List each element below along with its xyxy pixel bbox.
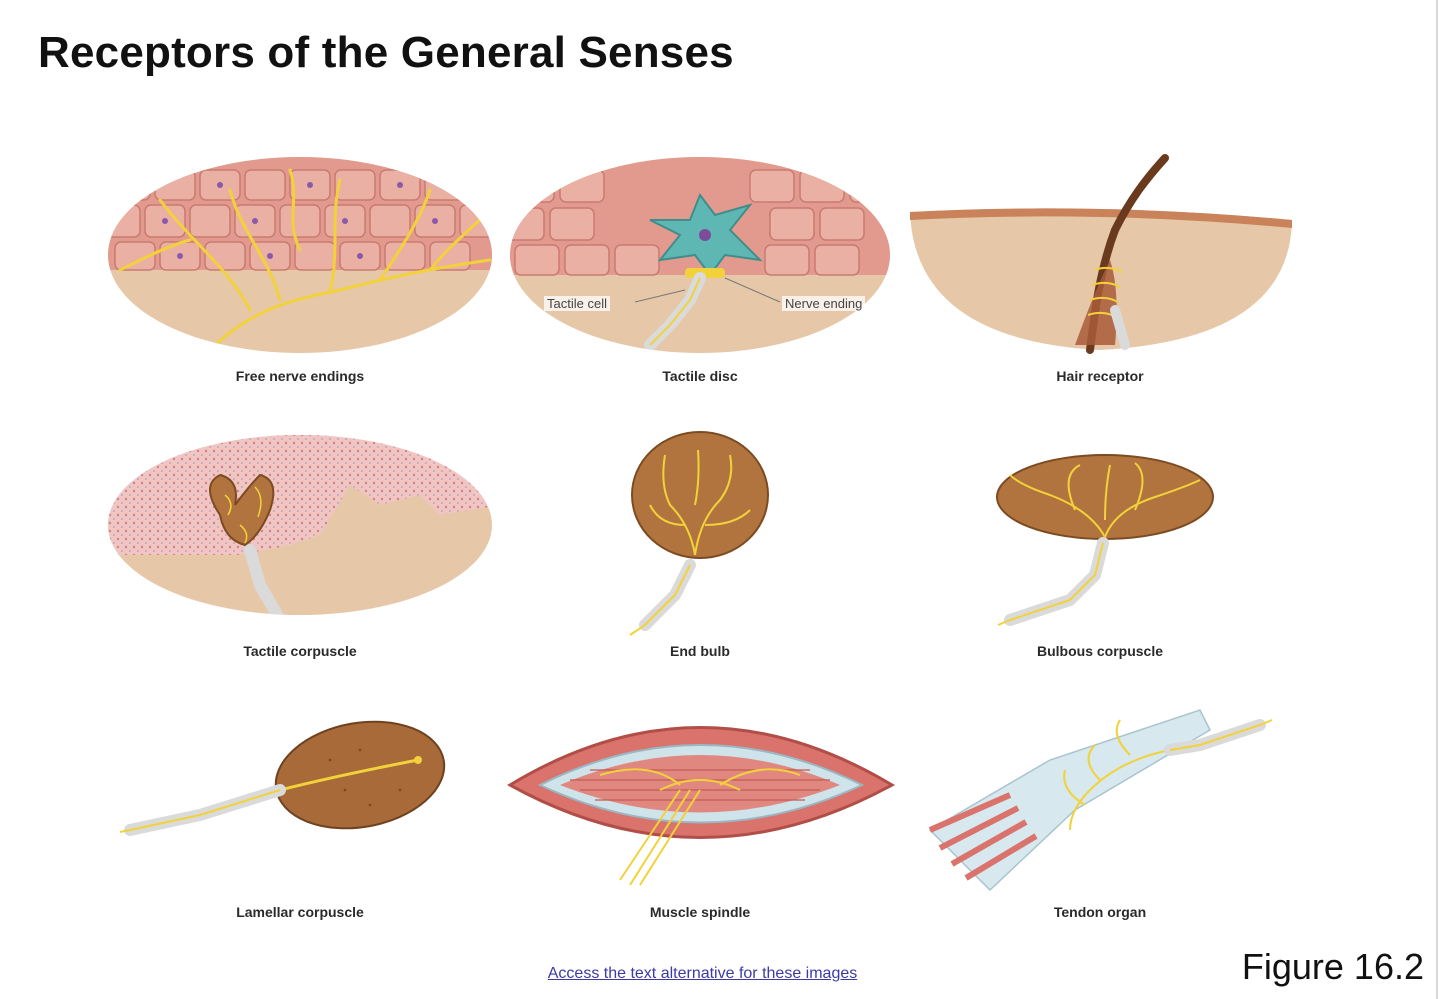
callout-nerve-ending: Nerve ending [782,296,866,311]
caption-hair-receptor: Hair receptor [1056,368,1144,384]
figure-label: Figure 16.2 [1241,946,1424,987]
caption-lamellar-corpuscle: Lamellar corpuscle [236,904,364,920]
panel-muscle-spindle: Muscle spindle [500,690,900,950]
tendon-organ-illustration [928,709,1273,892]
panel-hair-receptor: Hair receptor [900,150,1300,410]
caption-tactile-disc: Tactile disc [662,368,738,384]
panel-bulbous-corpuscle: Bulbous corpuscle [900,425,1300,685]
access-text-alternative-link[interactable]: Access the text alternative for these im… [547,965,858,982]
bulbous-corpuscle-illustration [996,454,1214,626]
callout-tactile-cell: Tactile cell [544,296,610,311]
lamellar-corpuscle-illustration [119,720,446,836]
free-nerve-endings-illustration [108,157,492,353]
end-bulb-illustration [629,431,769,636]
panel-tactile-corpuscle: Tactile corpuscle [100,425,500,685]
panel-tendon-organ: Tendon organ [900,690,1300,950]
caption-tactile-corpuscle: Tactile corpuscle [243,643,357,659]
panel-lamellar-corpuscle: Lamellar corpuscle [100,690,500,950]
panel-end-bulb: End bulb [500,425,900,685]
slide-title: Receptors of the General Senses [38,28,734,77]
caption-bulbous-corpuscle: Bulbous corpuscle [1036,643,1164,659]
slide-right-border [1436,0,1438,999]
tactile-disc-illustration [510,157,890,353]
caption-free-nerve-endings: Free nerve endings [235,368,365,384]
caption-muscle-spindle: Muscle spindle [649,904,751,920]
caption-end-bulb: End bulb [670,643,730,659]
panel-free-nerve-endings: Free nerve endings [100,150,500,410]
hair-receptor-illustration [910,154,1292,354]
panel-tactile-disc: Tactile cell Nerve ending Tactile disc [500,150,900,410]
muscle-spindle-illustration [507,726,896,886]
caption-tendon-organ: Tendon organ [1053,904,1147,920]
tactile-corpuscle-illustration [108,435,492,615]
